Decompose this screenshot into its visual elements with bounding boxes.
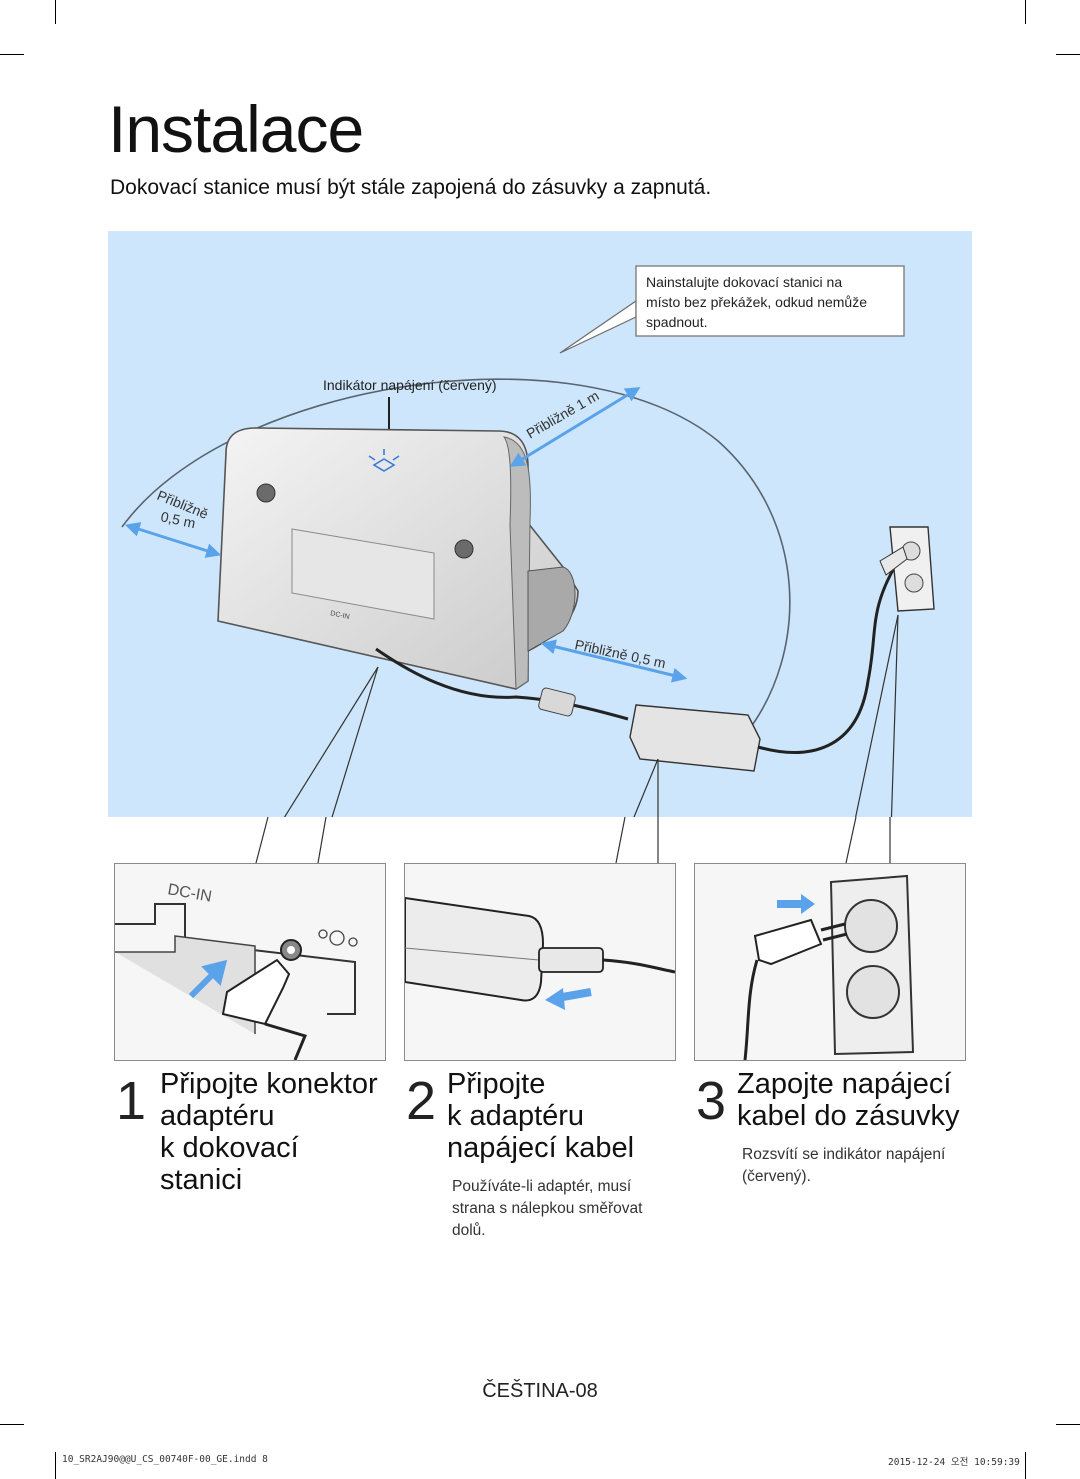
leader-line bbox=[633, 758, 659, 817]
crop-mark bbox=[1025, 0, 1026, 24]
step-2-note-line: strana s nálepkou směřovat bbox=[452, 1200, 643, 1217]
dc-connector bbox=[221, 958, 291, 1026]
socket-outlet bbox=[904, 573, 924, 593]
step-1-line: stanici bbox=[160, 1164, 243, 1196]
step-3-line: kabel do zásuvky bbox=[737, 1100, 960, 1132]
distance-arrow-left bbox=[124, 522, 222, 558]
step-1-heading: Připojte konektor adaptéru k dokovací st… bbox=[160, 1068, 378, 1196]
station-port-label: DC-IN bbox=[330, 610, 350, 621]
callout-box bbox=[635, 265, 905, 337]
power-led-icon bbox=[368, 449, 400, 472]
docking-station-illustration: Nainstalujte dokovací stanici na místo b… bbox=[108, 231, 972, 817]
crop-mark bbox=[1056, 1424, 1080, 1425]
socket-outlet bbox=[846, 965, 900, 1019]
callout-text: Nainstalujte dokovací stanici na místo b… bbox=[646, 274, 871, 330]
step-3-heading: Zapojte napájecí kabel do zásuvky bbox=[737, 1068, 959, 1132]
leader-line bbox=[890, 614, 899, 817]
step-1-line: adaptéru bbox=[160, 1100, 275, 1132]
crop-mark bbox=[55, 1452, 56, 1479]
wall-socket bbox=[889, 526, 935, 612]
distance-arrow-right bbox=[540, 639, 688, 683]
step-2-note-line: dolů. bbox=[452, 1222, 486, 1239]
crop-mark bbox=[1056, 54, 1080, 55]
page-title: Instalace bbox=[108, 92, 364, 166]
power-adapter bbox=[629, 704, 761, 772]
panel-leader-lines bbox=[255, 817, 891, 864]
step-3-note-line: (červený). bbox=[742, 1168, 811, 1185]
page-subtitle: Dokovací stanice musí být stále zapojená… bbox=[110, 176, 712, 199]
page-number-language: ČEŠTINA-08 bbox=[482, 1380, 598, 1402]
plug-body bbox=[753, 918, 823, 966]
leader-line bbox=[283, 666, 379, 817]
step-1-number: 1 bbox=[116, 1071, 147, 1131]
distance-left-value: 0,5 m bbox=[159, 508, 197, 531]
leader-line bbox=[331, 666, 379, 817]
station-screw-hole bbox=[256, 483, 276, 503]
distance-arrow-top bbox=[509, 387, 641, 467]
step-2-line: Připojte bbox=[447, 1068, 546, 1100]
crop-mark bbox=[55, 0, 56, 24]
insert-arrow bbox=[188, 959, 228, 999]
leader-line bbox=[855, 614, 899, 817]
step-3-note: Rozsvítí se indikátor napájení (červený)… bbox=[742, 1144, 945, 1188]
adapter-body bbox=[405, 896, 545, 1002]
mains-cable bbox=[757, 560, 900, 754]
step-1-line: Připojte konektor bbox=[160, 1068, 378, 1100]
power-indicator-label: Indikátor napájení (červený) bbox=[323, 377, 497, 393]
iec-plug bbox=[538, 947, 604, 973]
step-2-heading: Připojte k adaptéru napájecí kabel bbox=[447, 1068, 634, 1164]
crop-mark bbox=[0, 54, 24, 55]
step-3-number: 3 bbox=[696, 1071, 727, 1131]
step-3-detail-panel bbox=[694, 863, 966, 1061]
socket-outlet bbox=[844, 899, 898, 953]
crop-mark bbox=[0, 1424, 24, 1425]
wall-plug bbox=[879, 546, 908, 576]
step-2-note: Používáte-li adaptér, musí strana s nále… bbox=[452, 1176, 642, 1242]
crop-mark bbox=[1025, 1452, 1026, 1479]
station-screw-hole bbox=[454, 539, 474, 559]
dc-cable bbox=[375, 647, 629, 721]
print-slug-date: 2015-12-24 오전 10:59:39 bbox=[888, 1457, 1020, 1468]
ferrite-core bbox=[538, 687, 576, 717]
step-1-line: k dokovací bbox=[160, 1132, 299, 1164]
step-3-line: Zapojte napájecí bbox=[737, 1068, 952, 1100]
step-2-note-line: Používáte-li adaptér, musí bbox=[452, 1178, 632, 1195]
step-2-line: napájecí kabel bbox=[447, 1132, 635, 1164]
step-2-line: k adaptéru bbox=[447, 1100, 585, 1132]
polarity-symbol bbox=[318, 929, 358, 947]
step-2-detail-panel bbox=[404, 863, 676, 1061]
station-label-plate bbox=[291, 528, 435, 620]
print-slug-file: 10_SR2AJ90@@U_CS_00740F-00_GE.indd 8 bbox=[62, 1454, 268, 1465]
step-3-note-line: Rozsvítí se indikátor napájení bbox=[742, 1146, 946, 1163]
step-1-detail-panel: DC-IN bbox=[114, 863, 386, 1061]
station-base bbox=[527, 566, 576, 652]
step-2-number: 2 bbox=[406, 1071, 437, 1131]
